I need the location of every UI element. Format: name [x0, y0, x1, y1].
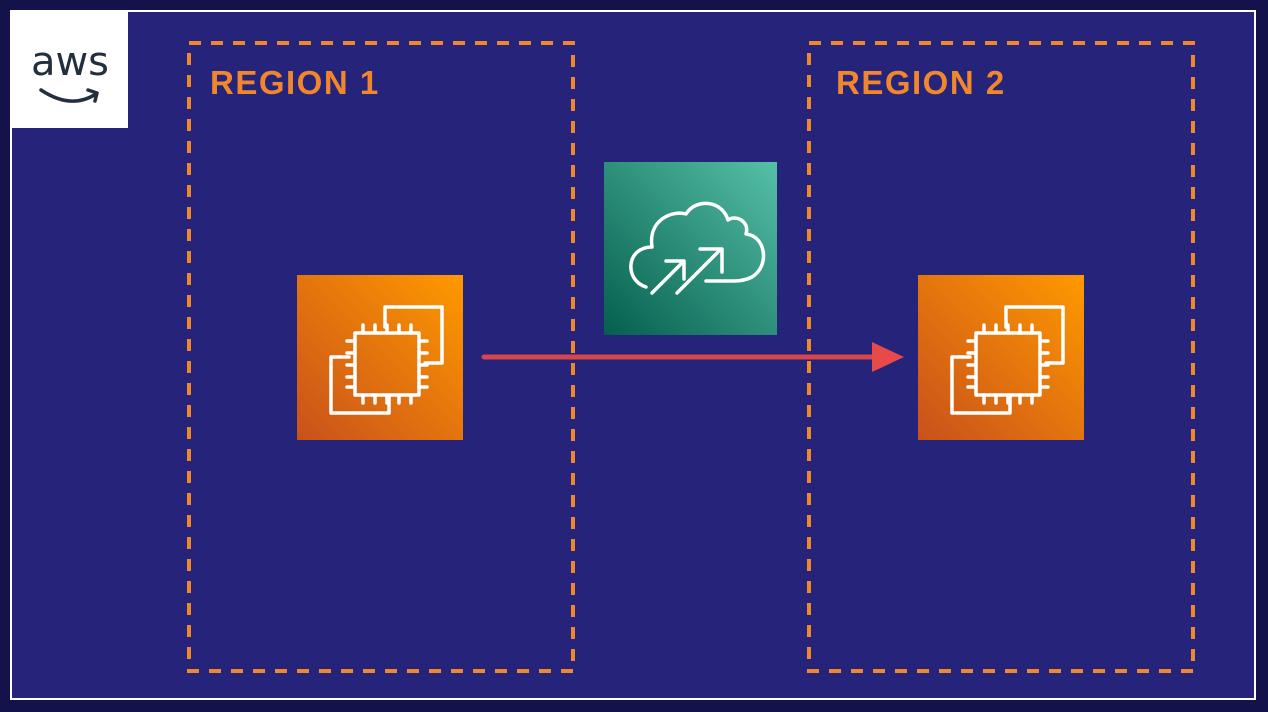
- ec2-instance-icon: [297, 275, 463, 440]
- region-2-label: REGION 2: [836, 64, 1006, 101]
- migration-service-tile[interactable]: [604, 162, 777, 335]
- target-ec2-instance[interactable]: [918, 275, 1084, 440]
- migration-arrow: [481, 342, 904, 372]
- ec2-instance-icon: [918, 275, 1084, 440]
- region-1-boundary: REGION 1: [186, 40, 576, 674]
- aws-logo: aws: [12, 12, 128, 128]
- source-ec2-instance[interactable]: [297, 275, 463, 440]
- aws-smile-icon: [39, 88, 99, 103]
- region-1-label: REGION 1: [210, 64, 380, 101]
- region-2-boundary: REGION 2: [806, 40, 1196, 674]
- aws-logo-text: aws: [30, 39, 110, 85]
- cloud-migration-icon: [604, 162, 777, 335]
- arrowhead-icon: [872, 342, 904, 372]
